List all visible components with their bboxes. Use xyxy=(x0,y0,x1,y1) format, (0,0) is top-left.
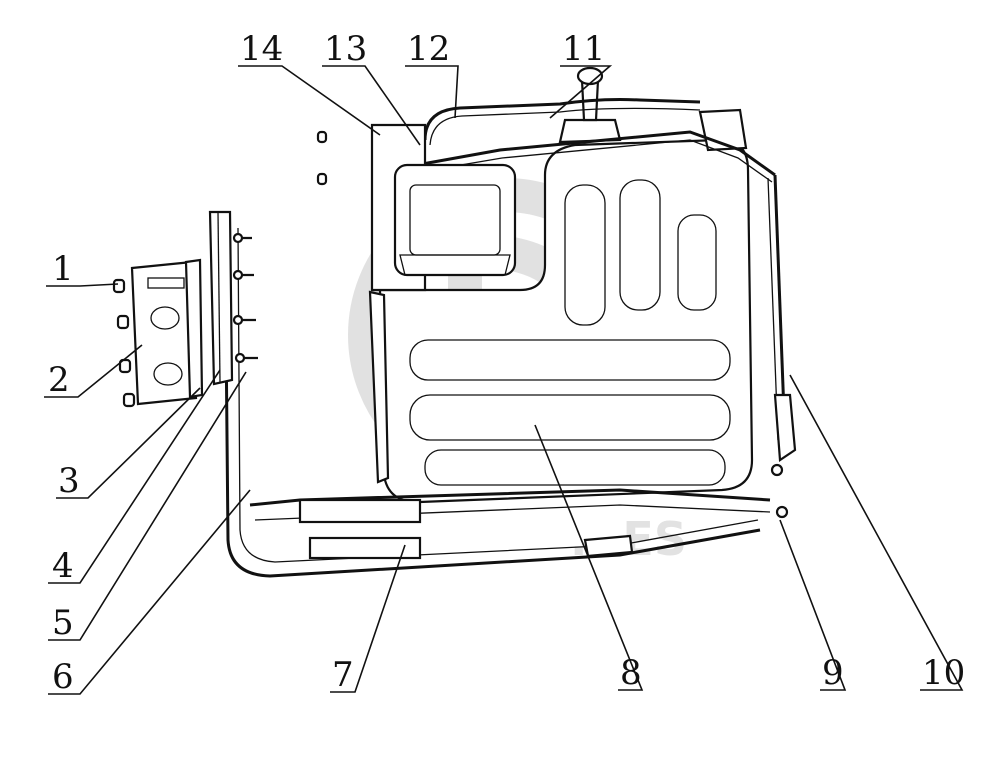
callout-10: 10 xyxy=(922,653,965,693)
support-frame xyxy=(223,227,771,578)
sensor-module xyxy=(370,123,517,292)
fuel-lines xyxy=(399,98,797,462)
callout-5: 5 xyxy=(52,603,74,643)
callout-12: 12 xyxy=(407,29,450,69)
callout-14: 14 xyxy=(240,29,283,69)
callout-11: 11 xyxy=(562,29,605,69)
callout-9: 9 xyxy=(822,653,844,693)
callout-7: 7 xyxy=(332,655,354,695)
callout-2: 2 xyxy=(48,360,70,400)
callout-8: 8 xyxy=(620,653,642,693)
callout-6: 6 xyxy=(52,657,74,697)
callout-1: 1 xyxy=(52,249,74,289)
callouts: 1 2 3 4 5 6 7 8 9 10 11 12 13 14 xyxy=(48,29,965,697)
fasteners xyxy=(112,130,789,519)
callout-3: 3 xyxy=(58,461,80,501)
vertical-bracket xyxy=(208,210,234,386)
leader-lines xyxy=(44,65,964,695)
mounting-plate xyxy=(130,258,204,406)
callout-4: 4 xyxy=(52,546,74,586)
callout-13: 13 xyxy=(324,29,367,69)
